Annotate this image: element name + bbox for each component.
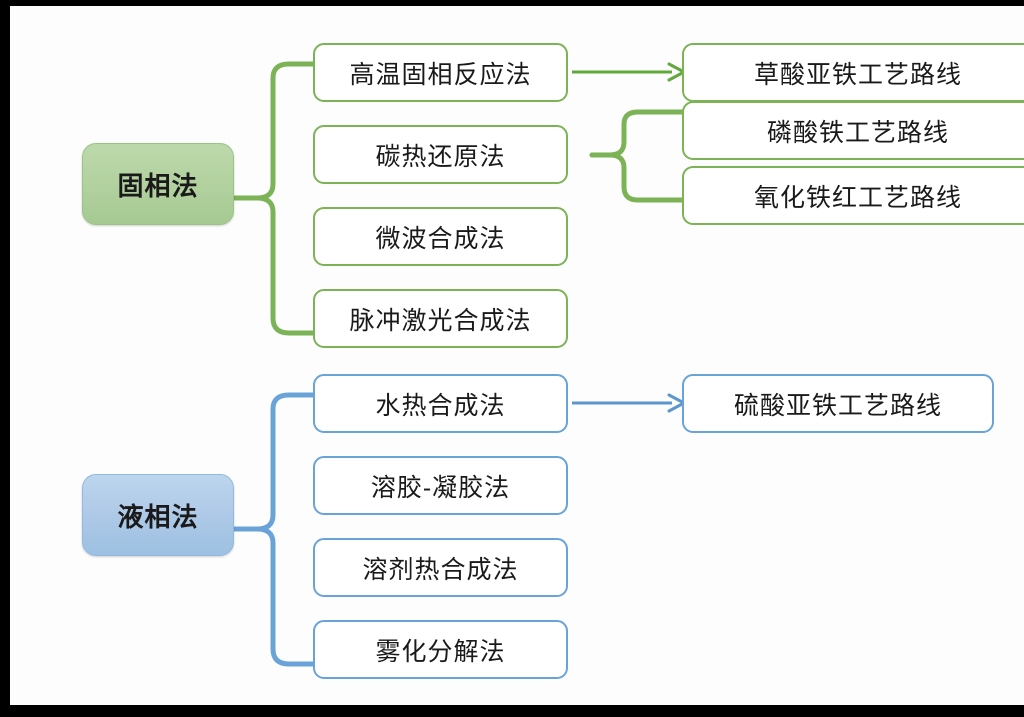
method-node-high-temp-solid-phase-reaction[interactable]: 高温固相反应法 [313,43,568,102]
route-label: 草酸亚铁工艺路线 [753,60,962,89]
method-label: 脉冲激光合成法 [349,306,532,335]
root-node-solid-phase-label: 固相法 [117,170,199,201]
brace-solid-phase-to-methods [224,56,318,341]
diagram-canvas: 固相法 高温固相反应法 碳热还原法 微波合成法 脉冲激光合成法 草酸亚铁工艺路线… [10,6,1024,705]
route-label: 磷酸铁工艺路线 [766,118,949,147]
method-node-spray-decomposition[interactable]: 雾化分解法 [313,620,568,679]
route-node-ferrous-sulfate[interactable]: 硫酸亚铁工艺路线 [682,374,994,433]
method-label: 微波合成法 [375,224,506,253]
route-node-iron-oxide-red[interactable]: 氧化铁红工艺路线 [682,166,1024,225]
brace-liquid-phase-to-methods [224,387,318,672]
arrow-high-temp-reaction-to-ferrous-oxalate [572,52,688,92]
method-node-sol-gel[interactable]: 溶胶-凝胶法 [313,456,568,515]
method-node-microwave-synthesis[interactable]: 微波合成法 [313,207,568,266]
route-node-ferrous-oxalate[interactable]: 草酸亚铁工艺路线 [682,43,1024,102]
route-label: 硫酸亚铁工艺路线 [733,391,942,420]
brace-carbothermal-to-routes [589,106,691,206]
method-label: 水热合成法 [375,391,506,420]
route-node-iron-phosphate[interactable]: 磷酸铁工艺路线 [682,101,1024,160]
method-label: 碳热还原法 [375,142,506,171]
arrow-hydrothermal-to-ferrous-sulfate [572,383,688,423]
method-label: 高温固相反应法 [349,60,532,89]
method-label: 溶剂热合成法 [362,555,519,584]
root-node-liquid-phase[interactable]: 液相法 [82,474,234,556]
method-node-pulsed-laser-synthesis[interactable]: 脉冲激光合成法 [313,289,568,348]
root-node-solid-phase[interactable]: 固相法 [82,143,234,225]
method-node-solvothermal-synthesis[interactable]: 溶剂热合成法 [313,538,568,597]
method-label: 雾化分解法 [375,637,506,666]
root-node-liquid-phase-label: 液相法 [117,501,199,532]
route-label: 氧化铁红工艺路线 [753,183,962,212]
method-node-carbothermal-reduction[interactable]: 碳热还原法 [313,125,568,184]
method-node-hydrothermal-synthesis[interactable]: 水热合成法 [313,374,568,433]
method-label: 溶胶-凝胶法 [370,473,511,502]
